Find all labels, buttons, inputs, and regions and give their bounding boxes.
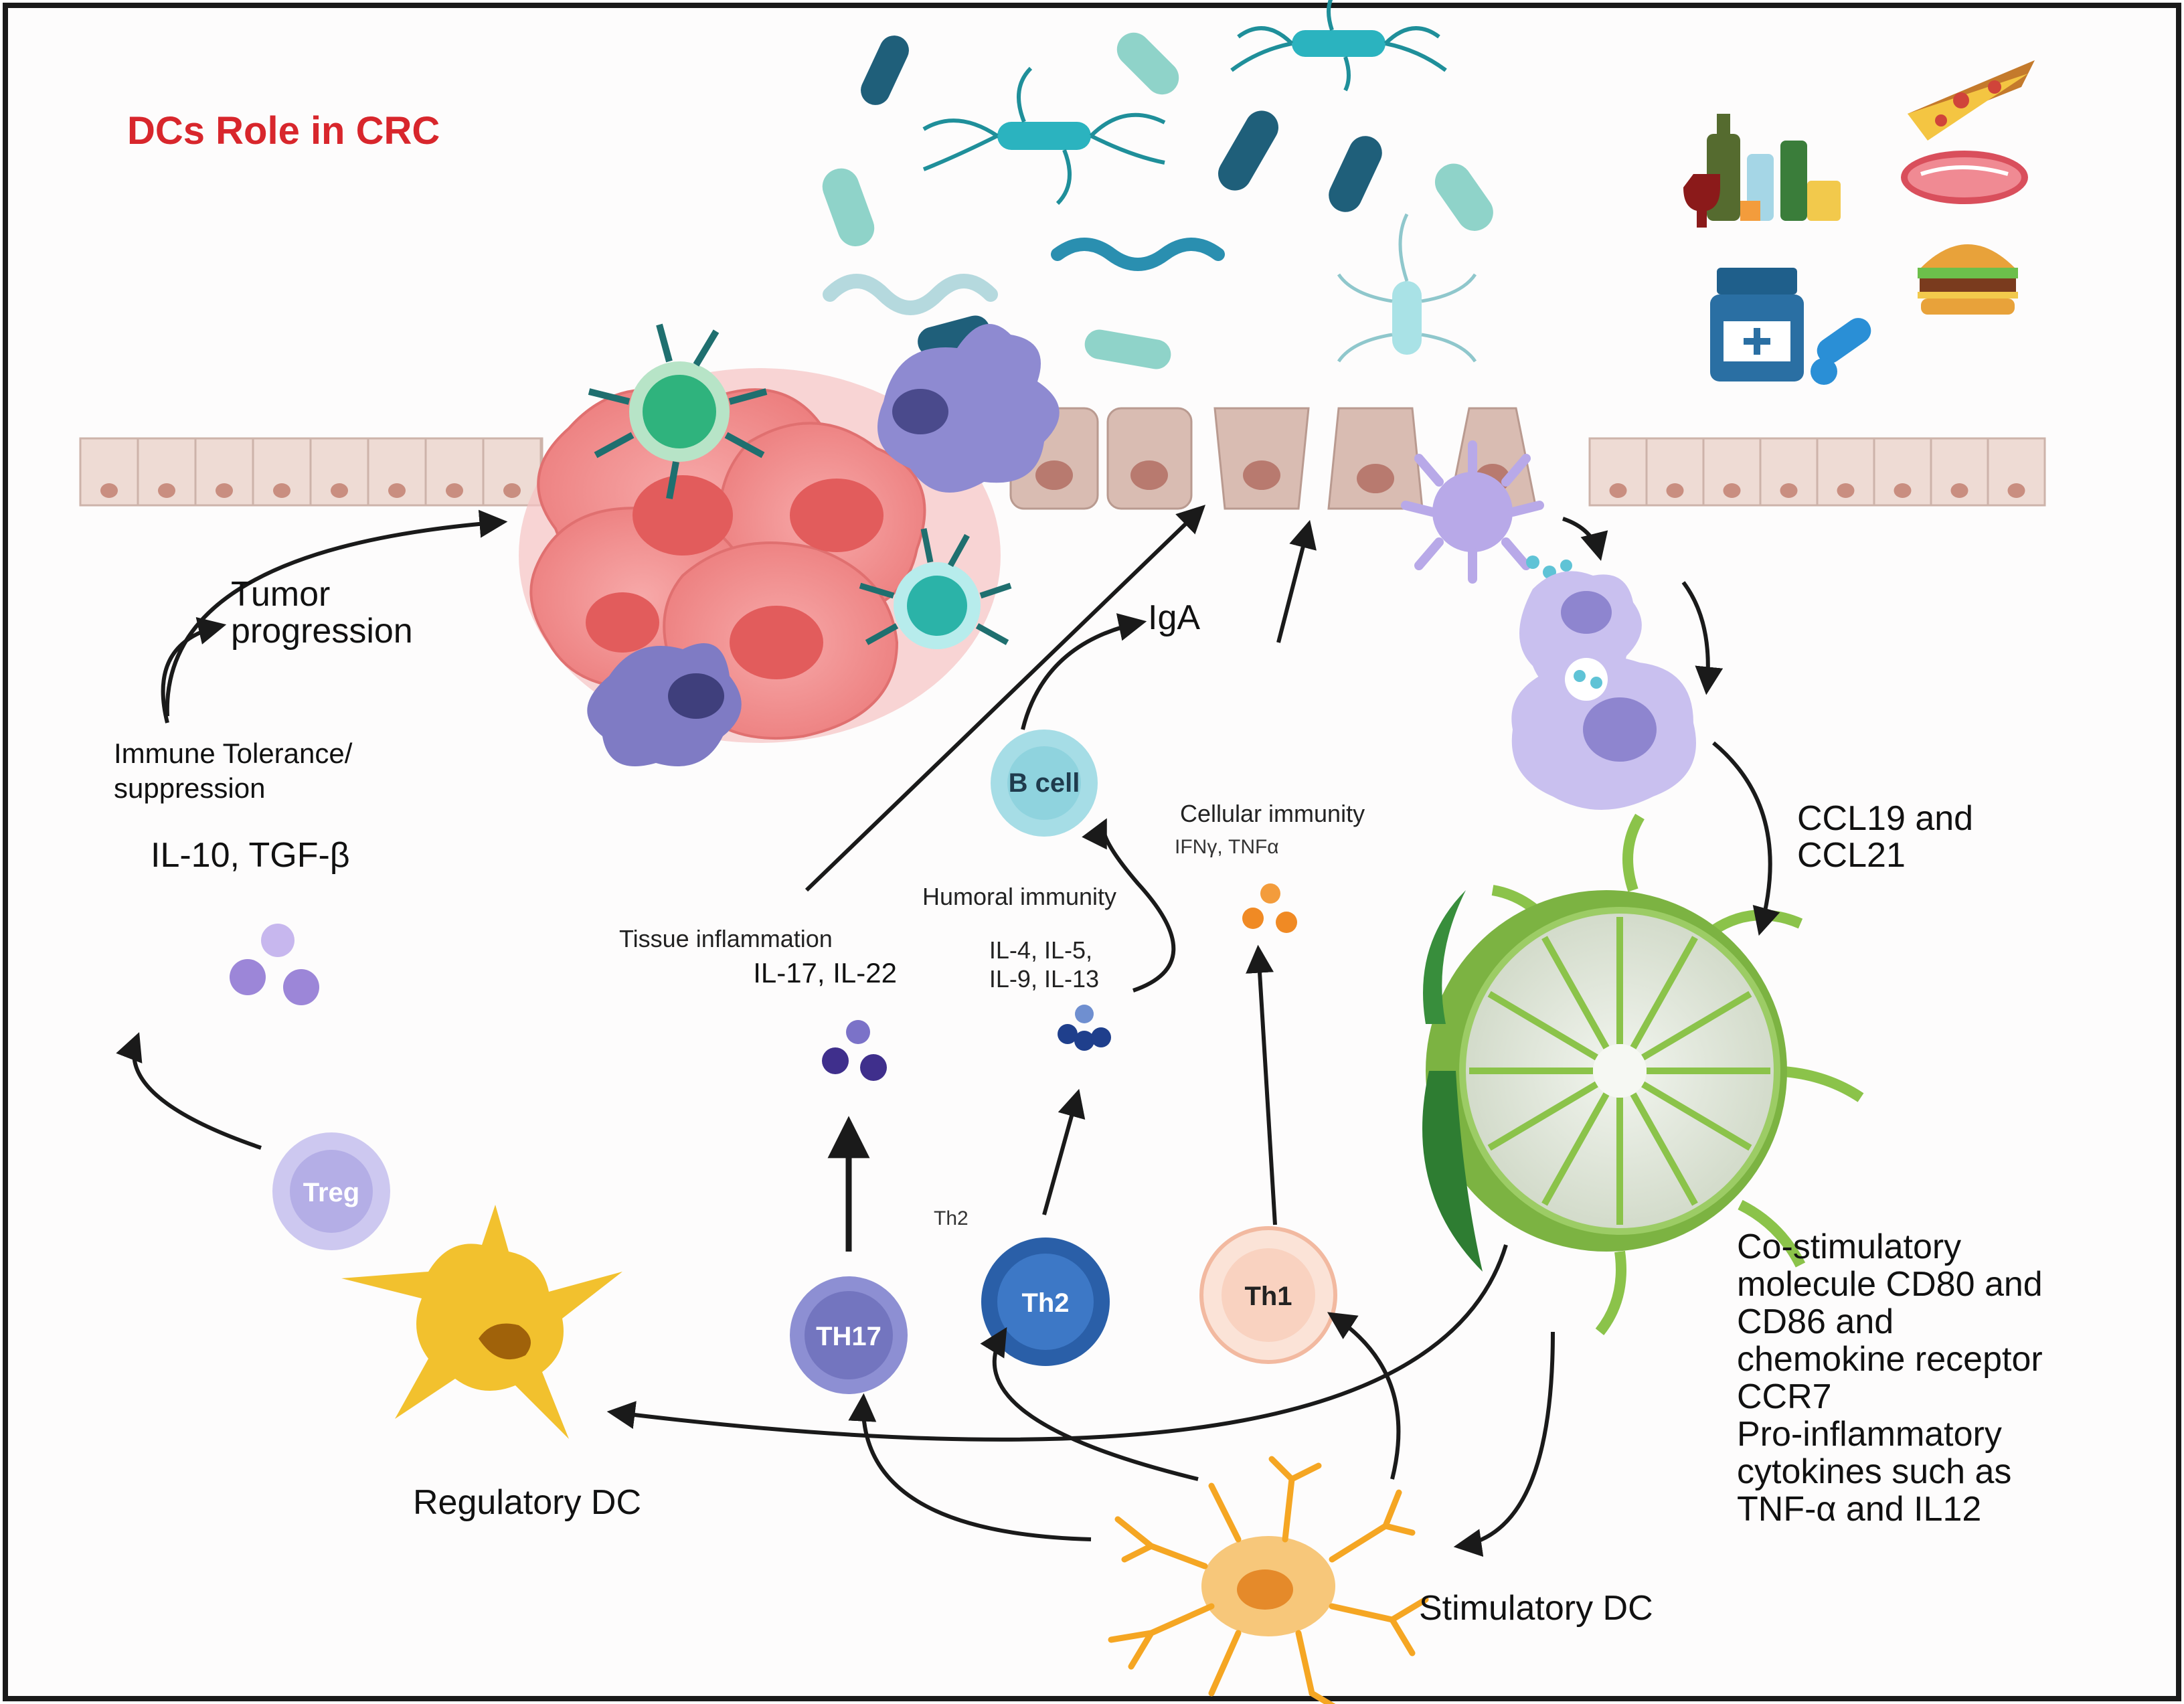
regulatory-dc-label: Regulatory DC <box>413 1483 641 1522</box>
lymph-node-septum <box>1630 1092 1698 1206</box>
epithelium-right <box>1588 437 2046 507</box>
tumor-dendritic-cell <box>877 324 1060 493</box>
epithelial-nucleus <box>1837 483 1855 498</box>
cytotoxic-t-cell <box>859 528 1012 649</box>
th1-cell: Th1 <box>1199 1226 1337 1364</box>
regulatory-dc-cell <box>341 1205 622 1439</box>
epithelial-nucleus <box>2007 483 2025 498</box>
treg-cell: Treg <box>272 1132 390 1250</box>
humoral-cytokines-label: IL-4, IL-5, IL-9, IL-13 <box>989 936 1099 993</box>
costimulatory-line: chemokine receptor <box>1737 1340 2043 1379</box>
lymph-node-septum <box>1487 991 1598 1061</box>
alcohol-icon <box>1683 114 1841 228</box>
stimulatory-dc-cell <box>1108 1456 1429 1704</box>
epithelial-nucleus <box>1666 483 1684 498</box>
b-cell: B cell <box>991 730 1098 837</box>
costimulatory-line: TNF-α and IL12 <box>1737 1490 1981 1529</box>
tumor-dendritic-cell <box>587 643 742 766</box>
epithelial-nucleus <box>1894 483 1912 498</box>
epithelial-nucleus <box>100 483 118 498</box>
pizza-icon <box>1908 60 2035 141</box>
spirochete <box>823 274 998 315</box>
lymph-node-septum <box>1641 991 1752 1061</box>
bacterium-rod <box>1218 110 1278 191</box>
bacterium-rod <box>1329 136 1382 212</box>
bacterium-rod <box>861 35 909 105</box>
bacterium-curved <box>822 168 875 247</box>
cytotoxic-t-cell <box>588 323 768 499</box>
th2-faint-label: Th2 <box>934 1207 969 1229</box>
tumor-progression-label: Tumor progression <box>231 575 413 651</box>
risk-factors-group <box>1683 60 2035 385</box>
lymph-node-septum <box>1641 1081 1752 1151</box>
th17-cytokines-label: IL-17, IL-22 <box>753 957 897 989</box>
th2-cytokines <box>1058 1005 1111 1051</box>
bacterium-flagellated <box>1392 281 1422 355</box>
mature-dc <box>1511 655 1696 810</box>
th17-label: TH17 <box>816 1322 881 1351</box>
epithelial-nucleus <box>1609 483 1627 498</box>
epithelial-nucleus <box>1723 483 1741 498</box>
th2-label: Th2 <box>1021 1288 1069 1318</box>
costimulatory-line: CCR7 <box>1737 1377 1832 1416</box>
stimulatory-dc-label: Stimulatory DC <box>1419 1589 1653 1628</box>
ccl-label: CCL19 and CCL21 <box>1797 799 1983 875</box>
th1-cytokines <box>1242 883 1297 933</box>
epithelial-cell <box>1759 437 1819 507</box>
tissue-inflammation-label: Tissue inflammation <box>619 925 833 952</box>
epithelial-nucleus <box>388 483 406 498</box>
immune-tolerance-label: Immune Tolerance/ suppression <box>114 738 360 804</box>
th17-cell: TH17 <box>790 1276 908 1394</box>
b-cell-label: B cell <box>1009 768 1080 798</box>
lymph-node-septum <box>1630 936 1698 1049</box>
costimulatory-line: Co-stimulatory <box>1737 1227 1961 1266</box>
iga-label: IgA <box>1148 598 1200 637</box>
th17-cytokines <box>822 1020 887 1081</box>
lymph-node <box>1422 813 1864 1335</box>
bacterium-flagellated <box>997 122 1091 150</box>
bacterium-rod <box>1116 32 1179 95</box>
ifn-tnf-label: IFNγ, TNFα <box>1175 836 1279 858</box>
costimulatory-line: CD86 and <box>1737 1302 1894 1341</box>
epithelial-nucleus <box>331 483 348 498</box>
medicine-icon <box>1710 268 1871 385</box>
cellular-immunity-label: Cellular immunity <box>1180 800 1365 827</box>
epithelial-nucleus <box>158 483 175 498</box>
meat-icon <box>1901 151 2028 204</box>
burger-icon <box>1918 244 2018 315</box>
treg-label: Treg <box>303 1178 359 1207</box>
spirochete <box>1051 238 1225 271</box>
epithelial-nucleus <box>273 483 290 498</box>
bacterium-curved <box>1084 329 1171 369</box>
costimulatory-line: molecule CD80 and <box>1737 1265 2043 1304</box>
diagram-title: DCs Role in CRC <box>127 109 440 153</box>
lymph-node-septum <box>1541 936 1610 1049</box>
immature-dc <box>1401 440 1544 584</box>
th1-label: Th1 <box>1244 1282 1292 1311</box>
tumor-mass <box>519 368 1001 743</box>
epithelium-left <box>79 437 543 507</box>
bacteria-group <box>822 0 1493 369</box>
costimulatory-line: cytokines such as <box>1737 1452 2011 1491</box>
outer-frame <box>3 3 2181 1701</box>
lymph-node-septum <box>1541 1092 1610 1206</box>
bacterium-curved <box>1434 163 1493 231</box>
humoral-immunity-label: Humoral immunity <box>922 883 1116 910</box>
bacterium-flagellated <box>1292 30 1385 57</box>
il10-tgf-cytokines <box>230 924 319 1005</box>
epithelial-nucleus <box>503 483 521 498</box>
epithelial-nucleus <box>216 483 233 498</box>
lymph-node-septum <box>1487 1081 1598 1151</box>
epithelial-nucleus <box>1780 483 1798 498</box>
epithelial-nucleus <box>446 483 463 498</box>
th2-cell: Th2 <box>981 1238 1110 1366</box>
costimulatory-line: Pro-inflammatory <box>1737 1415 2002 1454</box>
epithelial-nucleus <box>1950 483 1968 498</box>
arrows <box>116 505 1780 1557</box>
il10-tgf-label: IL-10, TGF-β <box>151 836 350 875</box>
